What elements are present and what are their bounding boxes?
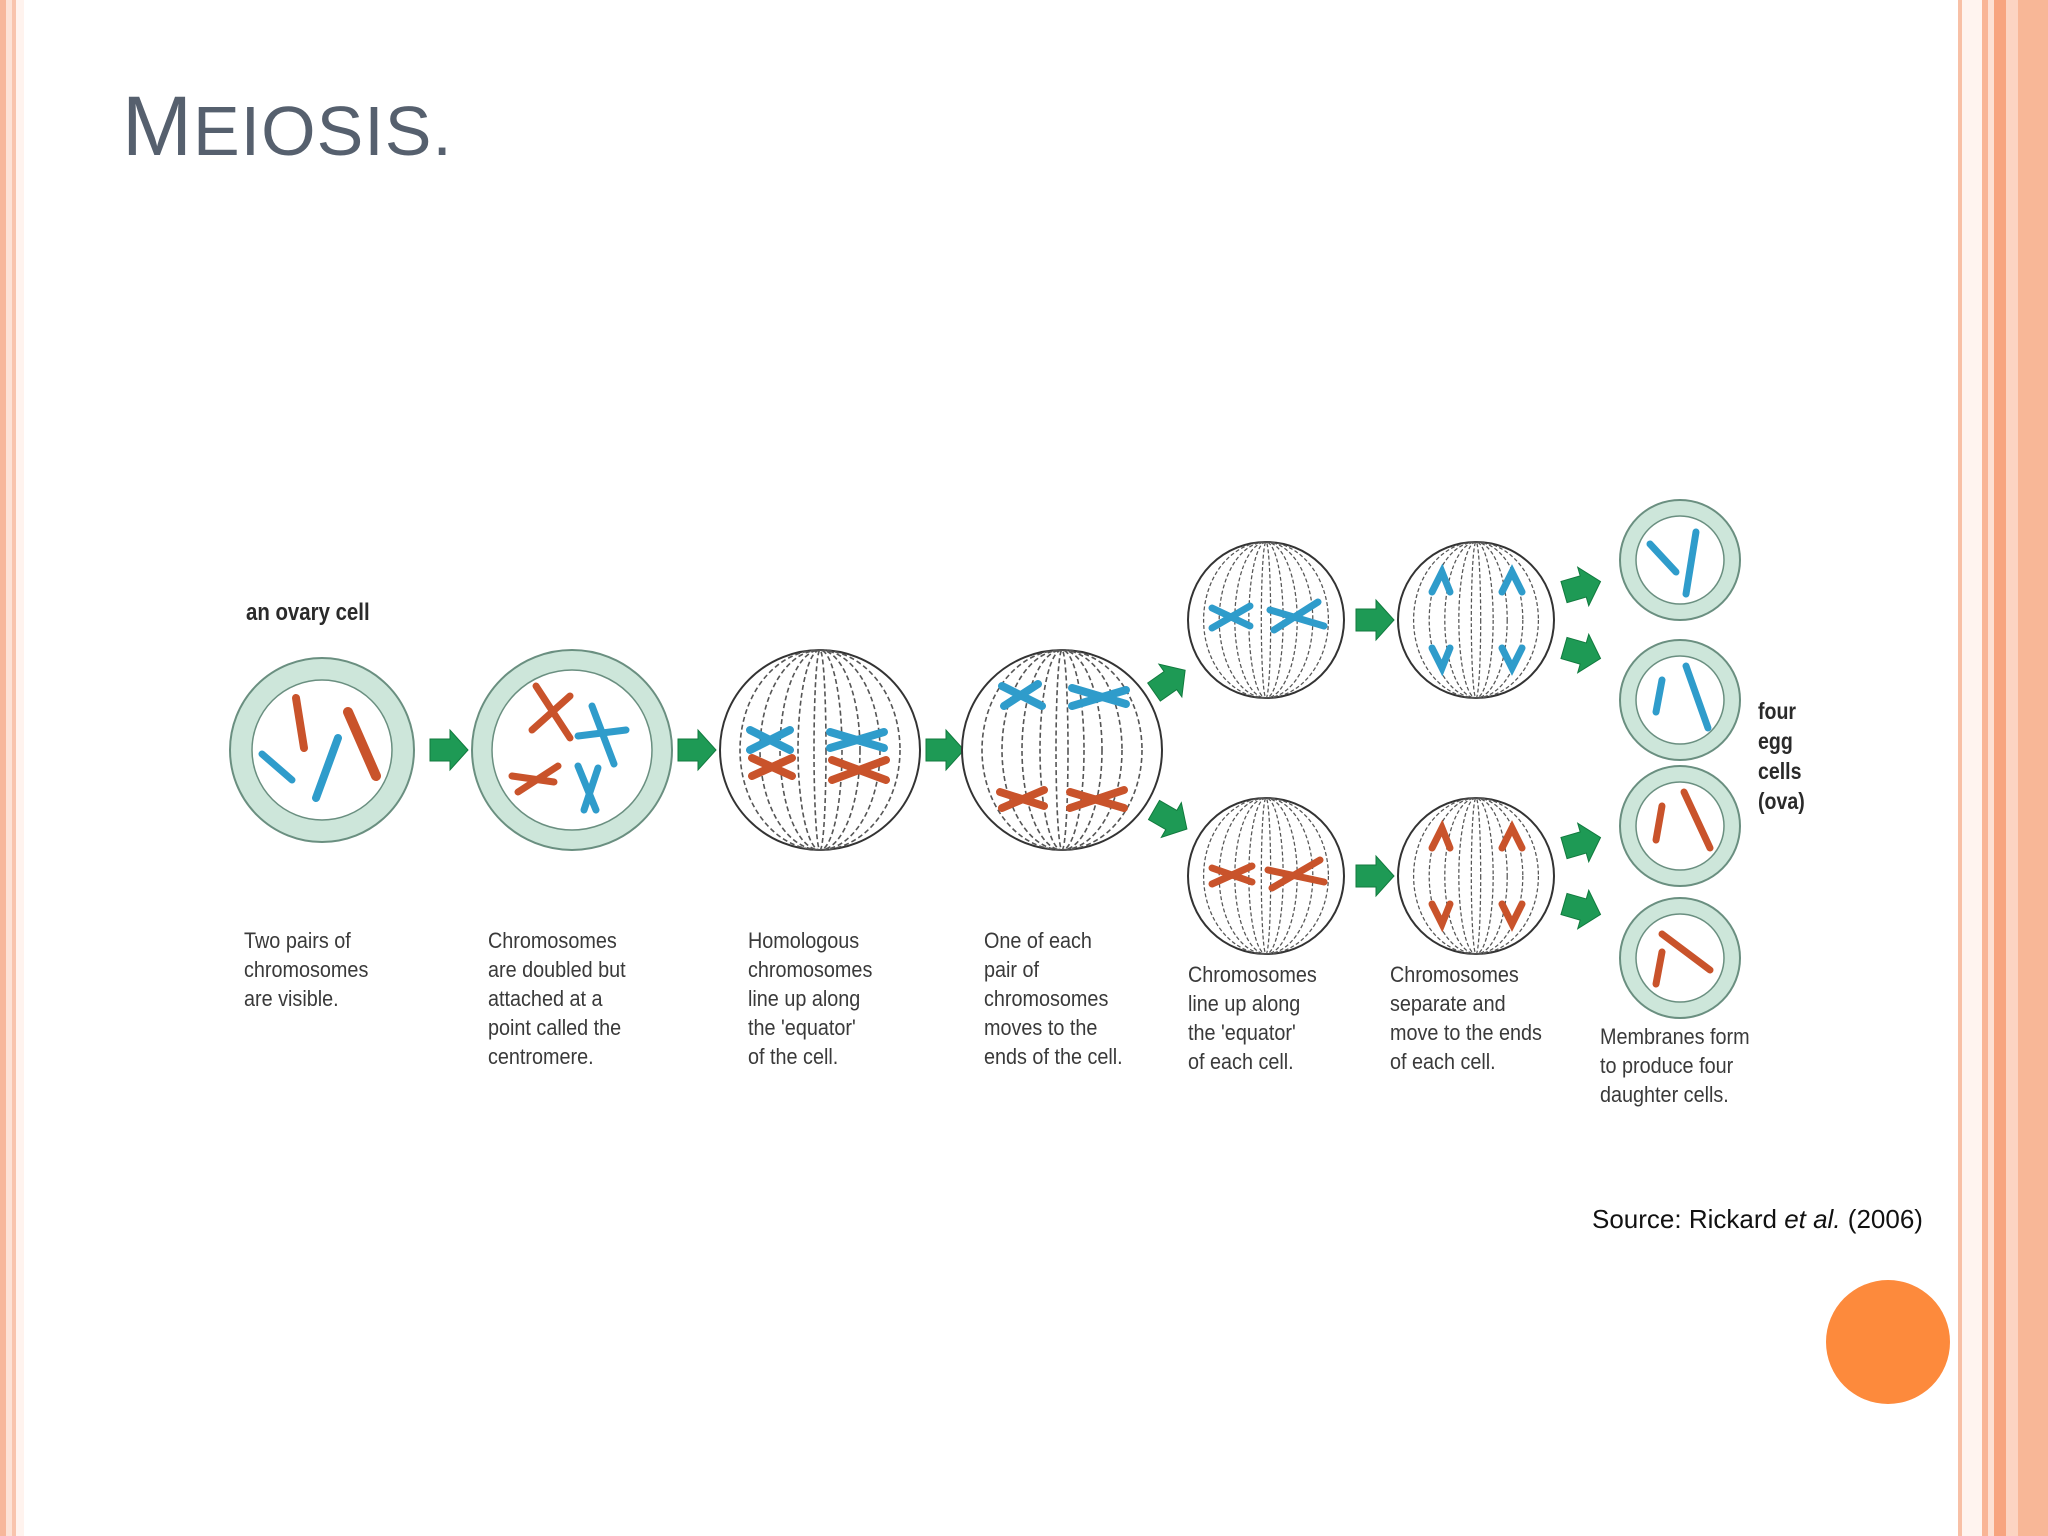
slide-title: MEIOSIS.	[122, 78, 453, 175]
step-caption-3: Homologous chromosomes line up along the…	[748, 928, 873, 1069]
left-decorative-border	[0, 0, 24, 1536]
chromosome-red	[292, 694, 308, 752]
egg-cells-label: four egg cells (ova)	[1758, 698, 1805, 814]
diagram-graphics	[229, 499, 1741, 1019]
cell-anaphase-2-upper	[1397, 541, 1555, 699]
egg-cell-4	[1619, 897, 1741, 1019]
ovary-cell-label: an ovary cell	[246, 599, 370, 626]
source-prefix: Source: Rickard	[1592, 1204, 1785, 1234]
source-citation: Source: Rickard et al. (2006)	[1592, 1204, 1923, 1235]
cell-equator-1	[719, 649, 921, 851]
cell-ovary	[229, 657, 415, 843]
arrow-to-egg-1	[1557, 561, 1607, 612]
arrow-split-up	[1142, 653, 1198, 709]
arrow-to-egg-2	[1557, 628, 1607, 679]
meiosis-diagram: an ovary cell four egg cells (ova) Two p…	[200, 480, 1840, 1120]
arrow-step-5-upper	[1355, 599, 1395, 641]
step-caption-1: Two pairs of chromosomes are visible.	[244, 928, 369, 1011]
step-caption-7: Membranes form to produce four daughter …	[1600, 1024, 1750, 1107]
chromosome-blue	[312, 734, 342, 802]
arrow-split-down	[1143, 792, 1198, 847]
cell-anaphase-2-lower	[1397, 797, 1555, 955]
right-decorative-border	[1958, 0, 2048, 1536]
cell-equator-2-upper	[1187, 541, 1345, 699]
cell-equator-2-lower	[1187, 797, 1345, 955]
arrow-step-3	[925, 729, 965, 771]
arrow-step-1	[429, 729, 469, 771]
step-caption-6: Chromosomes separate and move to the end…	[1390, 962, 1542, 1074]
arrow-to-egg-4	[1557, 884, 1607, 935]
step-caption-2: Chromosomes are doubled but attached at …	[488, 928, 626, 1069]
chromosome-red	[343, 707, 381, 781]
arrow-step-5-lower	[1355, 855, 1395, 897]
cell-anaphase-1	[961, 649, 1163, 851]
title-initial: M	[122, 79, 193, 173]
chromosome-blue	[258, 750, 296, 784]
egg-cell-1	[1619, 499, 1741, 621]
source-suffix: (2006)	[1840, 1204, 1923, 1234]
title-rest: EIOSIS.	[192, 92, 453, 170]
source-italic: et al.	[1784, 1204, 1841, 1234]
egg-cell-2	[1619, 639, 1741, 761]
cell-doubled	[471, 649, 673, 851]
step-caption-5: Chromosomes line up along the 'equator' …	[1188, 962, 1317, 1074]
arrow-to-egg-3	[1557, 817, 1607, 868]
egg-cell-3	[1619, 765, 1741, 887]
arrow-step-2	[677, 729, 717, 771]
step-caption-4: One of each pair of chromosomes moves to…	[984, 928, 1123, 1069]
orange-accent-circle	[1826, 1280, 1950, 1404]
